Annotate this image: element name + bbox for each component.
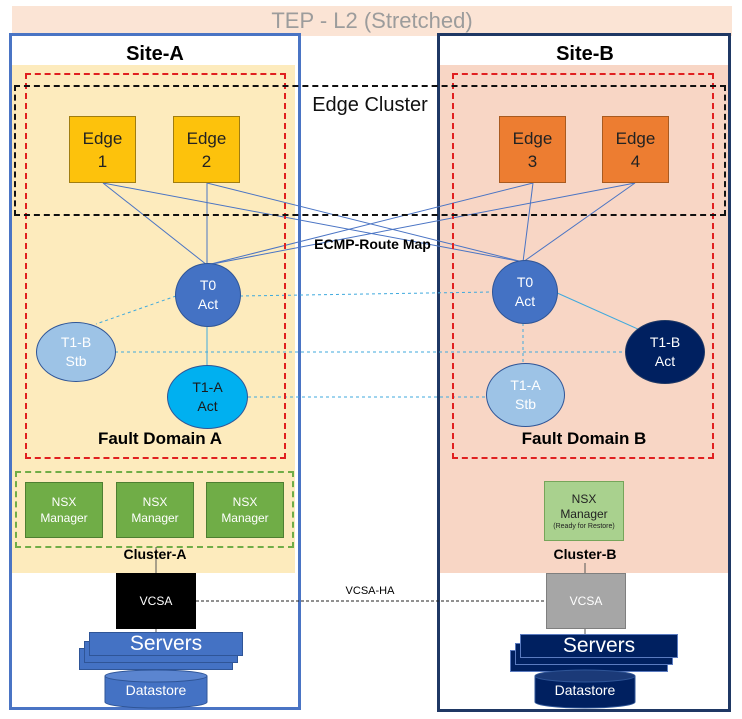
edge-4-label: Edge xyxy=(615,128,656,148)
site-a-vcsa: VCSA xyxy=(116,573,196,629)
site-b-t1a-state: Stb xyxy=(514,396,536,412)
nsx-manager-a1-l1: NSX xyxy=(51,495,77,509)
edge-1-number: 1 xyxy=(97,151,108,171)
nsx-manager-a3-l1: NSX xyxy=(232,495,258,509)
site-b-t1b-state: Act xyxy=(654,353,676,369)
nsx-manager-b1-l1: NSX xyxy=(571,491,597,506)
nsx-manager-b1-note: (Ready for Restore) xyxy=(553,522,615,530)
site-b-title: Site-B xyxy=(556,43,614,65)
ecmp-route-map-label: ECMP-Route Map xyxy=(314,236,431,252)
fault-domain-a-label: Fault Domain A xyxy=(97,429,223,448)
cluster-a-box xyxy=(15,471,294,548)
site-b-t1b-name: T1-B xyxy=(649,334,681,350)
tep-banner: TEP - L2 (Stretched) xyxy=(12,6,732,36)
site-a-box xyxy=(9,33,301,710)
site-b-t1b-router: T1-B Act xyxy=(625,320,705,384)
fault-domain-a-box xyxy=(25,73,286,459)
edge-cluster-box xyxy=(14,85,726,216)
edge-3-label: Edge xyxy=(512,128,553,148)
edge-4-number: 4 xyxy=(630,151,641,171)
site-b-box xyxy=(437,33,731,712)
site-a-datastore-label: Datastore xyxy=(125,682,187,698)
site-a-title: Site-A xyxy=(126,43,184,65)
edge-1-label: Edge xyxy=(82,128,123,148)
nsx-manager-a2-l2: Manager xyxy=(131,511,179,525)
edge-4-node: Edge 4 xyxy=(602,116,669,183)
edge-2-node: Edge 2 xyxy=(173,116,240,183)
fault-domain-b-box xyxy=(452,73,714,459)
site-a-t1a-state: Act xyxy=(197,398,218,414)
site-b-servers: Servers xyxy=(520,634,678,658)
edge-2-label: Edge xyxy=(186,128,227,148)
nsx-manager-a3: NSX Manager xyxy=(206,482,284,538)
cluster-b-label: Cluster-B xyxy=(553,546,617,562)
nsx-manager-a2: NSX Manager xyxy=(116,482,194,538)
edge-3-number: 3 xyxy=(527,151,538,171)
nsx-manager-b1-l2: Manager xyxy=(560,506,608,521)
site-a-servers: Servers xyxy=(89,632,243,656)
site-a-t0-state: Act xyxy=(197,296,219,312)
edge-3-node: Edge 3 xyxy=(499,116,566,183)
site-b-t0-state: Act xyxy=(514,293,536,309)
edge-2-number: 2 xyxy=(201,151,212,171)
vcsa-ha-label: VCSA-HA xyxy=(345,585,395,597)
site-a-t1b-state: Stb xyxy=(65,353,87,369)
site-b-vcsa: VCSA xyxy=(546,573,626,629)
site-b-t1a-name: T1-A xyxy=(510,377,541,393)
site-a-t0-name: T0 xyxy=(199,277,217,293)
site-a-t1a-router: T1-A Act xyxy=(167,365,248,429)
nsx-manager-a1-l2: Manager xyxy=(40,511,88,525)
edge-1-node: Edge 1 xyxy=(69,116,136,183)
site-b-t0-name: T0 xyxy=(516,274,534,290)
site-a-t1b-router: T1-B Stb xyxy=(36,322,116,382)
fault-domain-b-label: Fault Domain B xyxy=(521,429,647,448)
nsx-manager-a2-l1: NSX xyxy=(142,495,168,509)
site-a-t1a-name: T1-A xyxy=(192,379,223,395)
cluster-a-label: Cluster-A xyxy=(123,546,187,562)
nsx-manager-a1: NSX Manager xyxy=(25,482,103,538)
edge-cluster-label: Edge Cluster xyxy=(312,94,428,116)
site-a-t1b-name: T1-B xyxy=(60,334,92,350)
site-b-t1a-router: T1-A Stb xyxy=(486,363,565,427)
nsx-manager-a3-l2: Manager xyxy=(221,511,269,525)
site-b-datastore-label: Datastore xyxy=(554,682,616,698)
